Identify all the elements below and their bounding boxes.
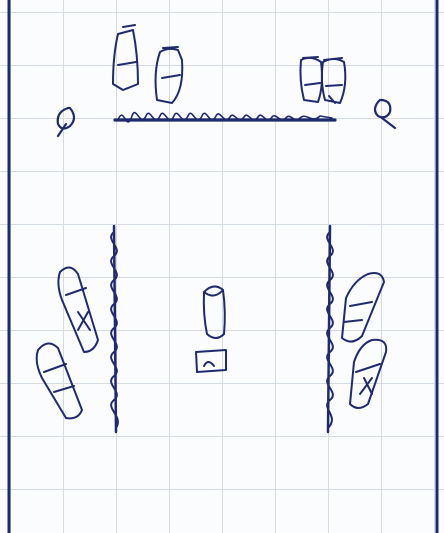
barriers (111, 226, 333, 432)
top-figure-3 (300, 57, 322, 102)
right-pin-shape (375, 100, 395, 128)
top-figure-4 (322, 58, 345, 103)
right-figure-lower (350, 340, 386, 408)
left-figure-lower (37, 343, 82, 418)
top-figure-2 (156, 47, 183, 103)
right-figure-upper (342, 273, 384, 342)
pillar-top (204, 290, 223, 296)
page-borders (9, 0, 437, 533)
top-net-group (58, 100, 395, 136)
pillar-base (196, 350, 226, 372)
right-figures (342, 273, 386, 408)
left-figure-upper (58, 267, 98, 352)
top-seated-figures (113, 25, 345, 103)
center-pillar (196, 286, 226, 372)
left-pin-shape (58, 108, 74, 136)
top-figure-1 (113, 25, 138, 90)
left-figures (37, 267, 98, 418)
